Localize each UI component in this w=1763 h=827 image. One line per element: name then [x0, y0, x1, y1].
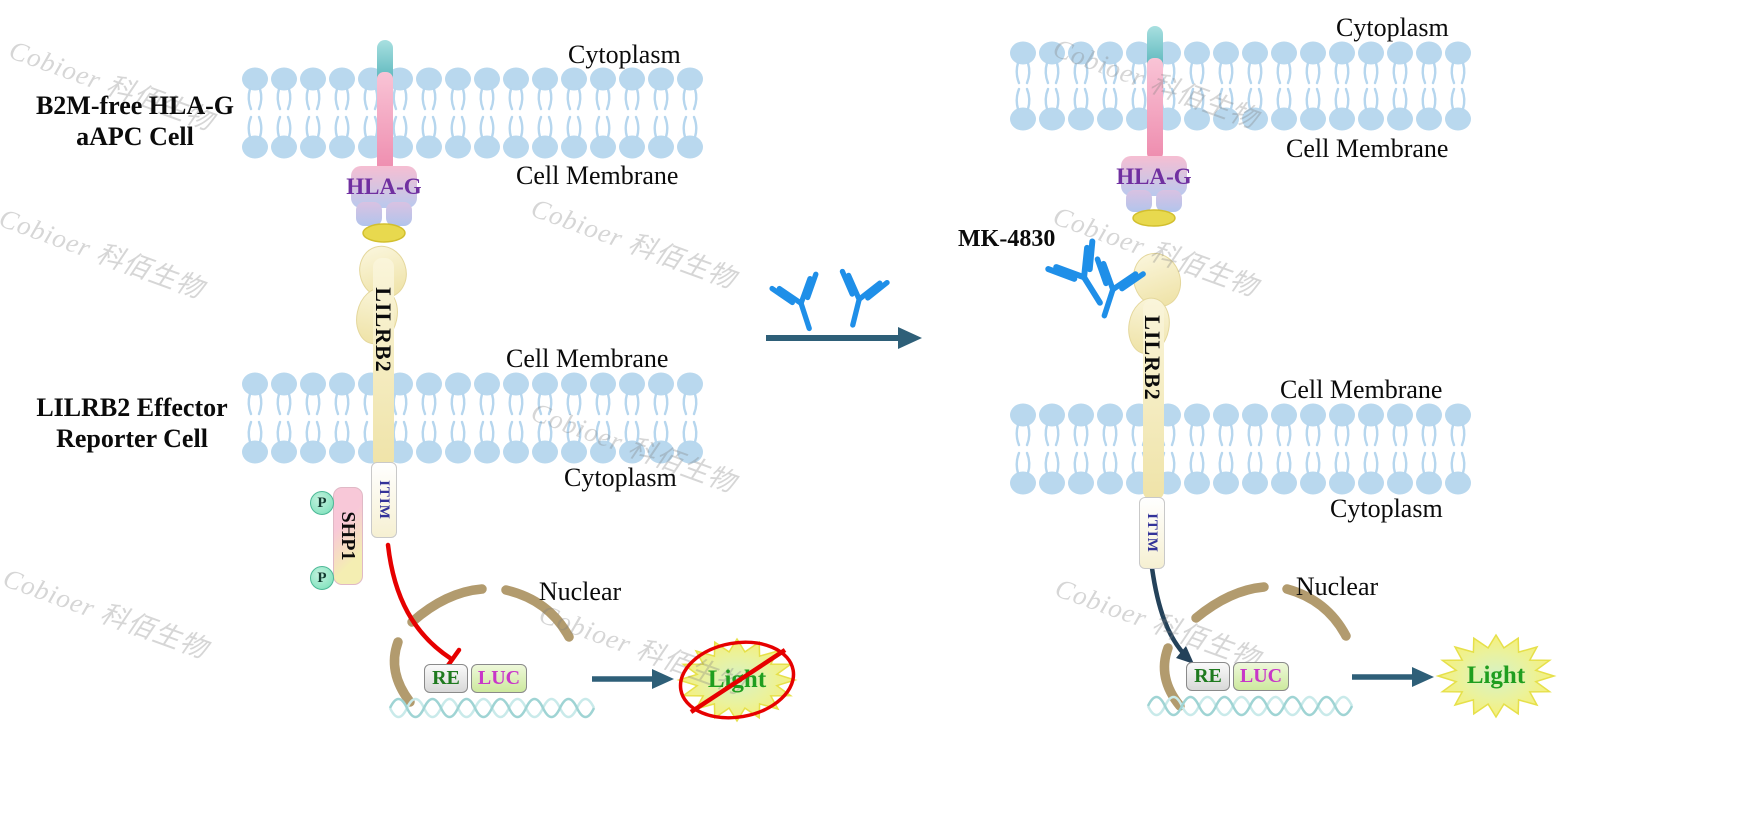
reporter-cell-line1: LILRB2 Effector — [36, 393, 228, 422]
signal-arrow-right — [1149, 567, 1194, 664]
itim-label-right: ITIM — [1144, 513, 1161, 553]
antibody-icon-middle-1 — [769, 271, 819, 332]
arrow-to-light-right — [1352, 667, 1434, 687]
arrow-to-light-left — [592, 669, 674, 689]
antibody-icon-middle-2 — [839, 268, 890, 328]
lilrb2-label-left: LILRB2 — [371, 287, 396, 373]
aapc-cell-line2: aAPC Cell — [76, 122, 194, 151]
reporter-cell-line2: Reporter Cell — [56, 424, 208, 453]
light-burst-right — [1435, 633, 1557, 719]
hla-g-label-right: HLA-G — [1116, 164, 1192, 189]
itim-label-left: ITIM — [376, 480, 393, 520]
mk4830-label: MK-4830 — [958, 226, 1056, 252]
cell-membrane-label-top-left: Cell Membrane — [516, 161, 679, 190]
dna-right — [1146, 695, 1354, 717]
cytoplasm-label-top-left: Cytoplasm — [568, 40, 681, 69]
phospho-badge-bottom: P — [310, 566, 334, 590]
peptide-right — [1132, 209, 1176, 227]
lilrb2-receptor-right — [1128, 252, 1182, 500]
aapc-cell-line1: B2M-free HLA-G — [35, 91, 235, 120]
nuclear-envelope-right — [1159, 582, 1351, 711]
luc-box-right: LUC — [1233, 662, 1289, 691]
hla-g-receptor-right — [1121, 26, 1187, 227]
nuclear-envelope-left — [389, 584, 574, 707]
cell-membrane-label-top-right: Cell Membrane — [1286, 134, 1449, 163]
cytoplasm-label-bottom-right: Cytoplasm — [1330, 494, 1443, 523]
itim-box-right — [1139, 497, 1165, 569]
membrane-top-right — [1010, 41, 1471, 131]
reporter-cell-label: LILRB2 Effector Reporter Cell — [8, 392, 256, 454]
antibody-icon-mk4830-1 — [1045, 238, 1103, 306]
hla-g-receptor-left — [351, 40, 417, 243]
treatment-arrow-middle — [766, 327, 922, 349]
cell-membrane-label-bottom-right: Cell Membrane — [1280, 375, 1443, 404]
shp1-label: SHP1 — [337, 511, 360, 561]
hla-g-label-left: HLA-G — [346, 174, 422, 199]
re-box-right: RE — [1186, 662, 1230, 691]
membrane-bottom-left — [242, 372, 703, 464]
nuclear-label-right: Nuclear — [1295, 572, 1379, 601]
lilrb2-label-right: LILRB2 — [1140, 315, 1165, 401]
light-label-left: Light — [707, 666, 767, 693]
peptide-left — [362, 223, 406, 243]
cytoplasm-label-bottom-left: Cytoplasm — [564, 463, 677, 492]
lilrb2-receptor-left — [356, 245, 407, 468]
phospho-badge-top: P — [310, 491, 334, 515]
membrane-top-left — [242, 67, 703, 159]
re-box-left: RE — [424, 664, 468, 693]
cytoplasm-label-top-right: Cytoplasm — [1336, 13, 1449, 42]
nuclear-label-left: Nuclear — [538, 577, 622, 606]
itim-box-left — [371, 462, 397, 538]
light-label-right: Light — [1466, 662, 1526, 689]
aapc-cell-label: B2M-free HLA-G aAPC Cell — [20, 90, 250, 152]
shp1-box — [333, 487, 363, 585]
cell-membrane-label-bottom-left: Cell Membrane — [506, 344, 669, 373]
luc-box-left: LUC — [471, 664, 527, 693]
antibody-icon-mk4830-2 — [1094, 256, 1146, 319]
dna-left — [388, 697, 596, 719]
membrane-bottom-right — [1010, 403, 1471, 495]
